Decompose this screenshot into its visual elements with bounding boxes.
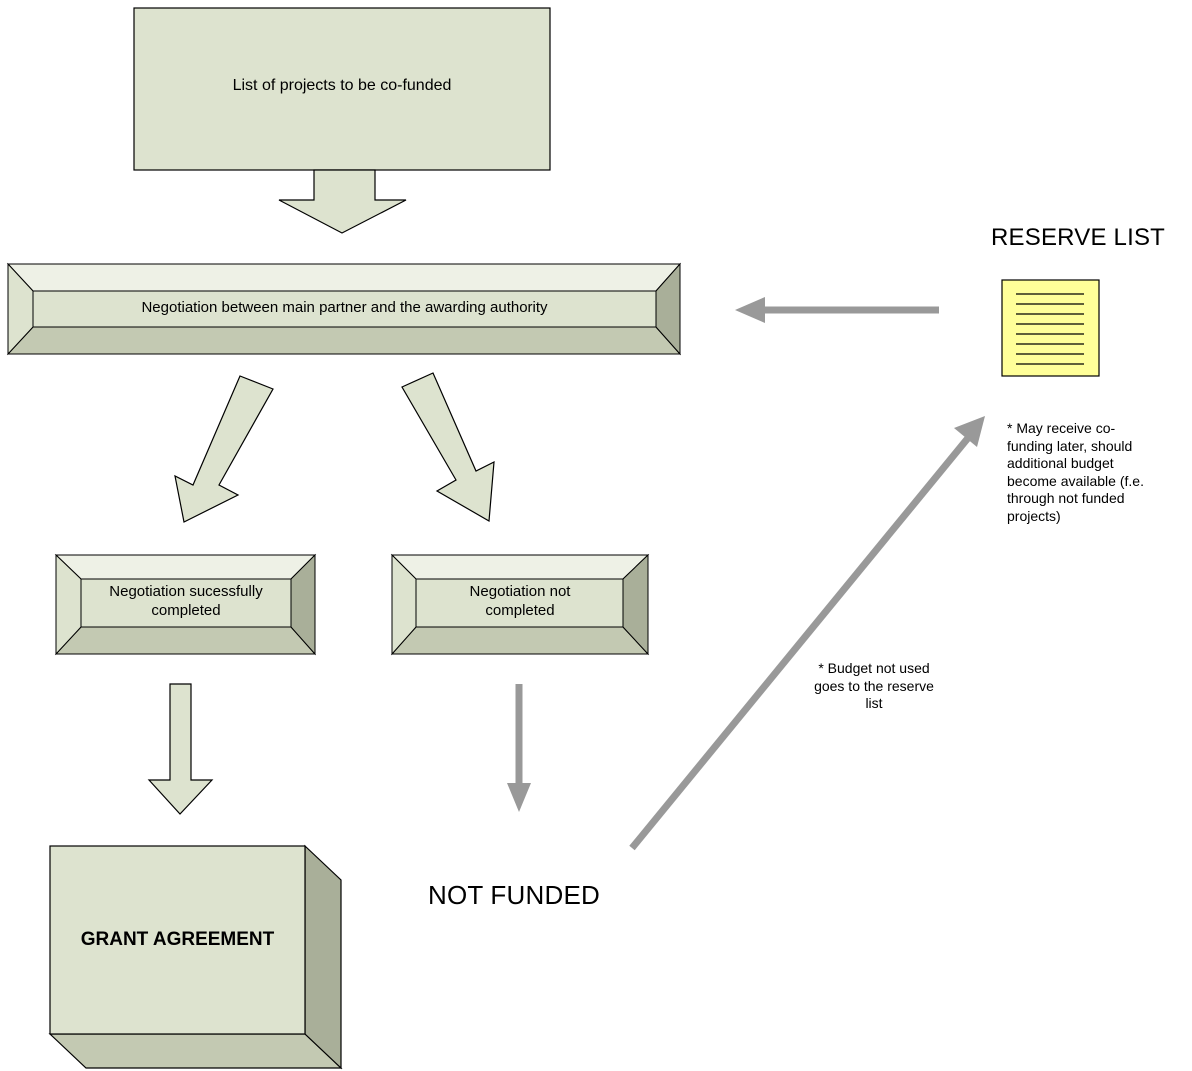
grant-agreement-label: GRANT AGREEMENT (80, 929, 275, 951)
success-box-shape (54, 553, 317, 656)
gray-arrow-from-reserve (735, 297, 939, 323)
top-box-shape (133, 7, 551, 234)
negotiation-bar-shape (6, 262, 682, 356)
negotiation-bar-label: Negotiation between main partner and the… (141, 298, 548, 316)
top-box-label: List of projects to be co-funded (232, 77, 452, 94)
reserve-note: * May receive co-funding later, should a… (1007, 420, 1144, 524)
grant-cube-shape (48, 844, 343, 1070)
not-completed-box-label: Negotiation not completed (469, 583, 571, 619)
not-completed-box-shape (390, 553, 650, 656)
budget-note: * Budget not used goes to the reserve li… (814, 660, 934, 711)
reserve-list-note-icon (1001, 279, 1100, 377)
arrow-to-success (174, 375, 274, 523)
gray-arrow-to-reserve (629, 416, 985, 851)
arrow-to-not-completed (401, 372, 495, 522)
arrow-to-grant (147, 683, 214, 815)
not-funded-label: NOT FUNDED (428, 880, 600, 910)
gray-arrow-down (507, 684, 531, 812)
reserve-list-title: RESERVE LIST (991, 224, 1166, 251)
success-box-label: Negotiation sucessfully completed (109, 583, 263, 619)
